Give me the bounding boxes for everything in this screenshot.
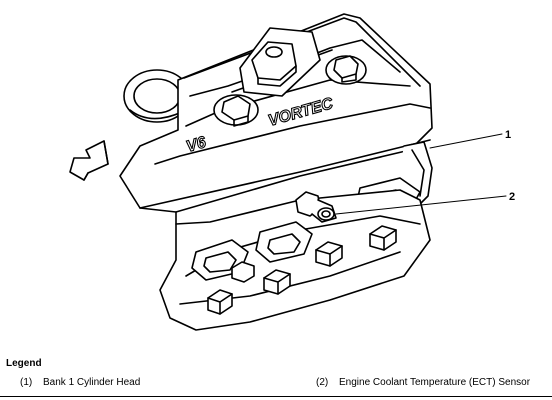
cover-bolt-icon	[325, 55, 367, 85]
legend-item: (1) Bank 1 Cylinder Head	[20, 377, 140, 388]
legend-item-number: (2)	[316, 377, 329, 388]
manifold-bolt-icon	[207, 289, 233, 315]
legend-item: (2) Engine Coolant Temperature (ECT) Sen…	[316, 377, 530, 388]
callout-leader-1	[429, 133, 503, 149]
exhaust-port	[255, 221, 313, 263]
legend-title: Legend	[6, 358, 42, 369]
manifold-bolt-icon	[263, 269, 291, 295]
engine-diagram: V6 VORTEC 1 2	[69, 13, 515, 331]
legend-item-label: Bank 1 Cylinder Head	[43, 377, 141, 388]
top-bolt-boss	[239, 27, 321, 97]
callout-number-2: 2	[509, 191, 515, 203]
badge-model: V6	[184, 134, 208, 156]
callout-leader-2	[335, 195, 507, 215]
cover-bolt-icon	[213, 94, 259, 127]
callout-number-1: 1	[505, 129, 511, 141]
ect-sensor	[295, 191, 337, 223]
bottom-rule	[0, 396, 552, 397]
manifold-bolt-icon	[315, 241, 343, 267]
manifold-bolt-icon	[231, 261, 255, 283]
legend-item-number: (1)	[20, 377, 33, 388]
legend-item-label: Engine Coolant Temperature (ECT) Sensor	[339, 377, 531, 388]
manifold-bolt-icon	[369, 225, 397, 251]
direction-arrow-icon	[69, 140, 109, 181]
